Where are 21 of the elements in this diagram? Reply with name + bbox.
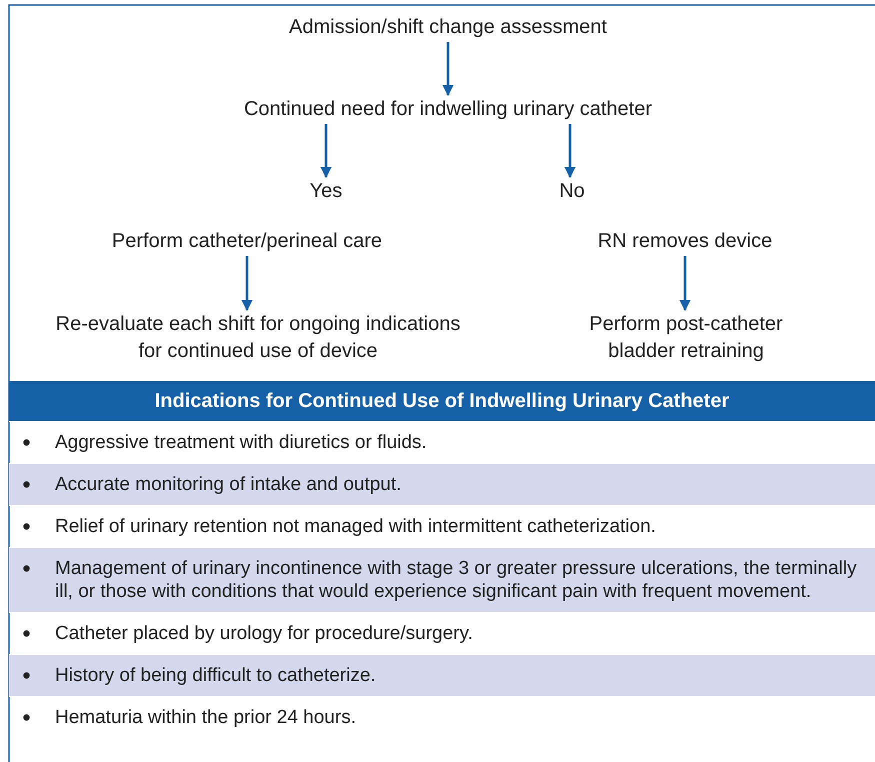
flow-step-text: RN removes device [598,228,772,255]
table-header: Indications for Continued Use of Indwelling Urinary Catheter [9,381,875,421]
indication-text: History of being difficult to catheterize. [55,665,376,686]
indication-text: Management of urinary incontinence with stage 3 or greater pressure ulcerations, the terminally ill, or those with conditions that would experience significant pain with frequent movement. [55,558,857,602]
indication-text: Catheter placed by urology for procedure/surgery. [55,623,473,644]
indication-text: Relief of urinary retention not managed with intermittent catheterization. [55,516,656,537]
indication-text: Hematuria within the prior 24 hours. [55,707,356,728]
flow-step-text: Perform catheter/perineal care [112,228,382,255]
arrow [442,42,454,96]
indication-text: Accurate monitoring of intake and output. [55,474,402,495]
indication-text: Aggressive treatment with diuretics or fluids. [55,432,427,453]
arrow [564,124,576,178]
arrow [320,124,332,178]
flow-step-text: Perform post-catheter bladder retraining [556,311,816,365]
arrow [679,256,691,312]
flow-step-text: Admission/shift change assessment [289,14,607,41]
flow-step-text: Re-evaluate each shift for ongoing indications for continued use of device [53,311,463,365]
arrow [241,256,253,312]
flow-step-text: Yes [310,178,342,205]
flow-step-text: Continued need for indwelling urinary catheter [244,96,652,123]
flow-step-text: No [559,178,585,205]
